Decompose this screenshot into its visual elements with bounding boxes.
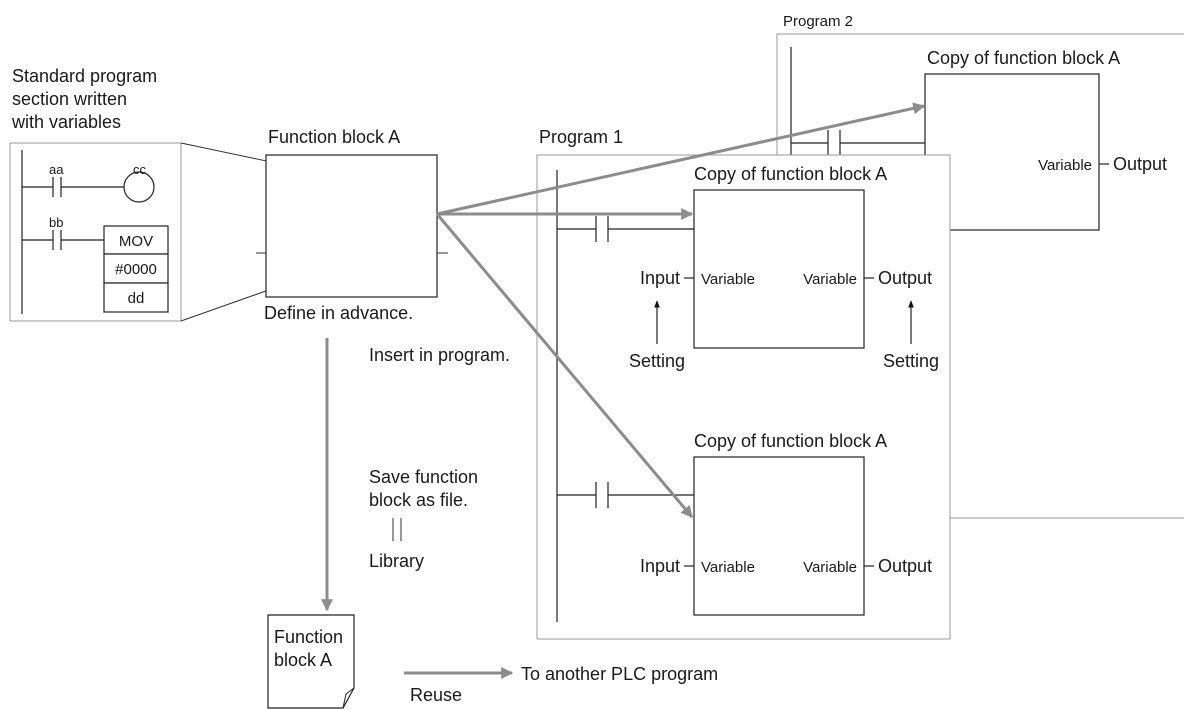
standard-program-section: Standard program section written with va… [9,66,182,322]
contact-bb-label: bb [49,215,63,230]
program1-copy1-block [693,189,865,349]
program1-copy2-in-var: Variable [701,559,755,576]
save-label-line1: Save function [369,467,478,487]
function-block-box [265,154,438,298]
program1-copy1-in-var: Variable [701,271,755,288]
program1-copy2-title: Copy of function block A [694,431,887,451]
function-block-title: Function block A [268,127,400,147]
ladder-caption-line2: section written [12,89,127,109]
ladder-caption-line3: with variables [11,112,121,132]
program1-copy2-out-var: Variable [803,559,857,576]
ladder-caption-line1: Standard program [12,66,157,86]
setting-label-left: Setting [629,351,685,371]
program1-copy1-input-label: Input [640,268,680,288]
program2-output-label: Output [1113,154,1167,174]
program1-panel: Program 1 Copy of function block A Varia… [536,127,951,640]
program1-title: Program 1 [539,127,623,147]
mov-dest-box [103,282,169,313]
program1-copy1-output-label: Output [878,268,932,288]
arrow-to-program1-lower [435,213,694,518]
program2-copy-title: Copy of function block A [927,48,1120,68]
coil-cc-label: cc [133,162,147,177]
file-label-line1: Function [274,627,343,647]
program2-copy-block [924,73,1100,231]
setting-label-right: Setting [883,351,939,371]
program1-copy2-input-label: Input [640,556,680,576]
coil-cc [123,171,155,203]
mov-dest-label: dd [128,290,145,307]
mov-source-label: #0000 [115,261,157,278]
program1-copy2-block [693,456,865,616]
program1-copy1-out-var: Variable [803,271,857,288]
program1-copy1-title: Copy of function block A [694,164,887,184]
file-label-line2: block A [274,650,332,670]
insert-in-program-label: Insert in program. [369,345,510,365]
contact-aa-label: aa [49,162,64,177]
insert-arrows [321,102,926,679]
arrow-to-program2 [436,102,926,216]
program2-copy-out-var: Variable [1038,157,1092,174]
file-document-icon [267,614,355,709]
another-plc-label: To another PLC program [521,664,718,684]
mov-label: MOV [119,233,153,250]
mov-source-box [103,253,169,284]
program1-copy2-output-label: Output [878,556,932,576]
function-block-file: Function block A [267,614,355,709]
function-block-a: Function block A Define in advance. [256,127,448,323]
function-block-caption: Define in advance. [264,303,413,323]
reuse-label: Reuse [410,685,462,705]
program2-title: Program 2 [783,13,853,30]
save-label-line2: block as file. [369,490,468,510]
mov-box [103,225,169,255]
library-label: Library [369,551,424,571]
